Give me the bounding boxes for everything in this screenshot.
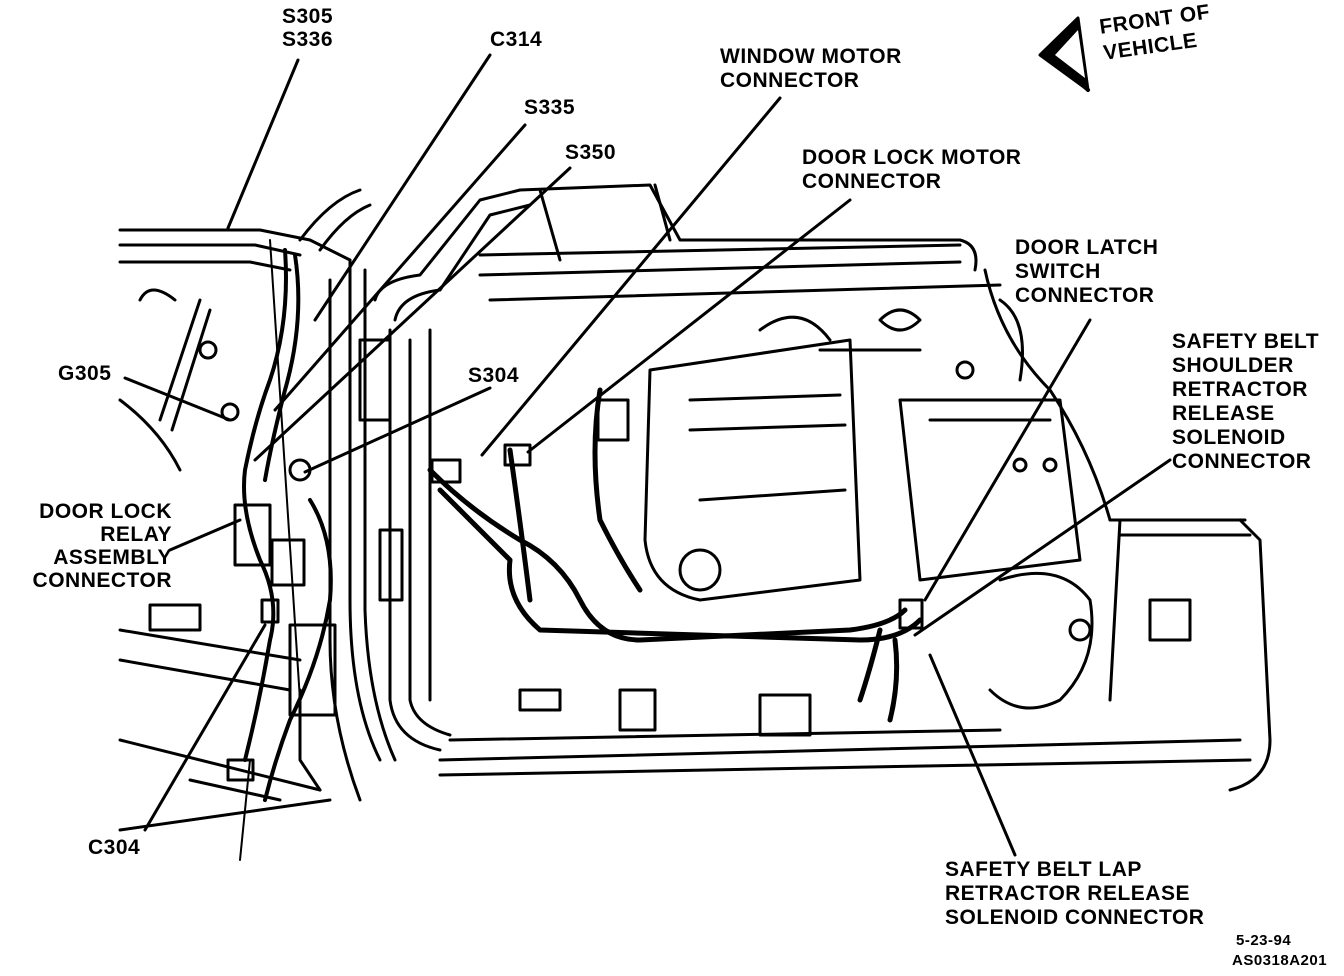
label-door-lock-motor-line1: DOOR LOCK MOTOR (802, 146, 1022, 169)
pillar-structure (118, 188, 397, 861)
label-lap-line1: SAFETY BELT LAP (945, 858, 1142, 881)
left-arrow-icon (1038, 16, 1090, 92)
label-relay-line4: CONNECTOR (32, 569, 172, 592)
label-window-motor-line2: CONNECTOR (720, 69, 860, 92)
label-door-latch-line2: SWITCH (1015, 260, 1101, 283)
leader-shoulder (913, 458, 1172, 637)
label-s304: S304 (468, 364, 520, 387)
leader-lap (928, 653, 1017, 857)
leader-s304 (303, 386, 492, 474)
label-s336: S336 (282, 28, 334, 51)
label-window-motor-line1: WINDOW MOTOR (720, 45, 902, 68)
label-shoulder-line3: RETRACTOR (1172, 378, 1308, 401)
label-c304: C304 (88, 836, 141, 859)
label-relay-line2: RELAY (100, 523, 172, 546)
label-s305: S305 (282, 5, 334, 28)
label-shoulder-line6: CONNECTOR (1172, 450, 1312, 473)
label-door-latch-line3: CONNECTOR (1015, 284, 1155, 307)
label-lap-line3: SOLENOID CONNECTOR (945, 906, 1205, 929)
label-door-latch-line1: DOOR LATCH (1015, 236, 1159, 259)
label-figure-code: AS0318A201 (1232, 952, 1328, 969)
door-harness (427, 387, 924, 723)
leader-c304 (143, 623, 267, 832)
label-shoulder-line1: SAFETY BELT (1172, 330, 1320, 353)
label-door-lock-motor-line2: CONNECTOR (802, 170, 942, 193)
leader-c314 (313, 53, 492, 322)
label-relay-line3: ASSEMBLY (53, 546, 172, 569)
label-shoulder-line2: SHOULDER (1172, 354, 1294, 377)
door-inner-panel (358, 183, 1272, 792)
leader-g305 (123, 376, 232, 422)
label-c314: C314 (490, 28, 543, 51)
leader-door-lock-motor (526, 198, 852, 454)
label-date: 5-23-94 (1236, 932, 1292, 949)
label-s350: S350 (565, 141, 617, 164)
leader-door-latch (923, 318, 1092, 602)
pillar-harness (220, 248, 333, 802)
label-relay-line1: DOOR LOCK (39, 500, 172, 523)
label-s335: S335 (524, 96, 576, 119)
label-shoulder-line5: SOLENOID (1172, 426, 1286, 449)
leader-s350 (253, 166, 572, 462)
label-g305: G305 (58, 362, 112, 385)
leader-s305 (226, 58, 300, 230)
leader-window-motor (480, 96, 782, 457)
leader-lines (123, 53, 1172, 857)
leader-s335 (273, 123, 527, 412)
label-shoulder-line4: RELEASE (1172, 402, 1275, 425)
label-lap-line2: RETRACTOR RELEASE (945, 882, 1190, 905)
leader-relay (168, 518, 242, 552)
